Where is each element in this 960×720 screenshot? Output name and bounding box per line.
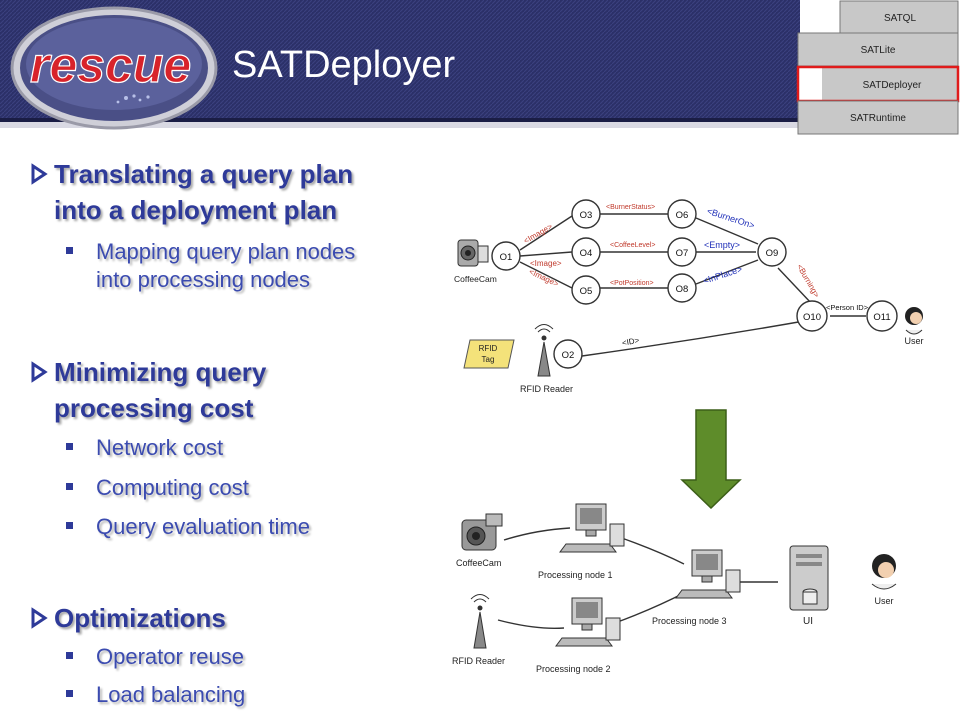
arrow-bullet-icon bbox=[31, 607, 48, 629]
bullet-text: Optimizations bbox=[54, 603, 226, 633]
square-bullet-icon bbox=[66, 483, 73, 490]
node-label-o6: O6 bbox=[676, 210, 689, 221]
layer-satlite: SATLite bbox=[861, 45, 896, 56]
plan-node-o1 bbox=[491, 241, 521, 271]
layer-satql: SATQL bbox=[884, 13, 916, 24]
node-label-o8: O8 bbox=[676, 284, 689, 295]
node-label-o2: O2 bbox=[562, 350, 575, 361]
ui-server-icon bbox=[789, 545, 829, 611]
node-label-o7: O7 bbox=[676, 248, 689, 259]
subbullet-text: Computing cost bbox=[96, 475, 249, 500]
user-icon bbox=[905, 307, 923, 335]
label-coffeecam: CoffeeCam bbox=[454, 274, 497, 284]
subbullet-text: into processing nodes bbox=[96, 267, 311, 292]
label-user: User bbox=[904, 336, 923, 346]
square-bullet-icon bbox=[66, 690, 73, 697]
label-rfid-tag-2: Tag bbox=[482, 355, 495, 364]
rfid-tag-icon bbox=[463, 339, 515, 369]
edge-label-pot-position: <PotPosition> bbox=[610, 280, 654, 287]
plan-node-o10 bbox=[796, 300, 828, 332]
edge-label-image-3: <Image> bbox=[527, 267, 560, 289]
bullet-text: Minimizing query bbox=[54, 357, 267, 387]
deployment-diagram: CoffeeCam Processing node 1 RFID Reader … bbox=[446, 500, 936, 715]
edge-label-coffee-level: <CoffeeLevel> bbox=[610, 242, 655, 249]
node-label-o4: O4 bbox=[580, 248, 593, 259]
plan-node-o5 bbox=[571, 275, 601, 305]
label-deploy-coffeecam: CoffeeCam bbox=[456, 558, 501, 568]
rescue-logo: rescue bbox=[8, 4, 220, 132]
layer-satdeployer: SATDeployer bbox=[863, 80, 922, 91]
processing-node-1-icon bbox=[559, 503, 625, 553]
coffeecam-icon bbox=[457, 239, 489, 267]
label-rfid-reader: RFID Reader bbox=[520, 384, 573, 394]
query-plan-diagram: CoffeeCam RFID Tag RFID Reader User bbox=[446, 180, 936, 400]
plan-edges bbox=[519, 213, 866, 357]
coffeecam-device-icon bbox=[461, 513, 503, 551]
plan-node-o8 bbox=[667, 273, 697, 303]
subbullet-text: Mapping query plan nodes bbox=[96, 239, 356, 264]
square-bullet-icon bbox=[66, 247, 73, 254]
plan-node-o6 bbox=[667, 199, 697, 229]
bullet-text: Translating a query plan bbox=[54, 159, 354, 189]
label-deploy-user: User bbox=[874, 596, 893, 606]
plan-node-o3 bbox=[571, 199, 601, 229]
rfid-reader-device-icon bbox=[470, 594, 490, 649]
edge-label-image-2: <Image> bbox=[530, 259, 562, 268]
plan-node-o2 bbox=[553, 339, 583, 369]
edge-label-empty: <Empty> bbox=[704, 240, 740, 250]
label-ui: UI bbox=[803, 616, 813, 627]
node-label-o11: O11 bbox=[873, 312, 890, 323]
arrow-bullet-icon bbox=[31, 361, 48, 383]
plan-node-o7 bbox=[667, 237, 697, 267]
label-processing-node-2: Processing node 2 bbox=[536, 664, 611, 674]
processing-node-3-icon bbox=[675, 549, 741, 599]
edge-label-burner-on: <BurnerOn> bbox=[706, 206, 756, 231]
page-title: SATDeployer bbox=[232, 44, 456, 86]
subbullet-text: Operator reuse bbox=[96, 644, 244, 669]
edge-label-burner-status: <BurnerStatus> bbox=[606, 204, 655, 211]
node-label-o10: O10 bbox=[803, 312, 821, 323]
edge-label-person-id: <Person ID> bbox=[826, 303, 869, 312]
arrow-bullet-icon bbox=[31, 163, 48, 185]
node-label-o9: O9 bbox=[766, 248, 779, 259]
label-processing-node-1: Processing node 1 bbox=[538, 570, 613, 580]
square-bullet-icon bbox=[66, 443, 73, 450]
subbullet-text: Load balancing bbox=[96, 682, 246, 707]
layer-satruntime: SATRuntime bbox=[850, 113, 906, 124]
bullet-text: into a deployment plan bbox=[54, 195, 338, 225]
square-bullet-icon bbox=[66, 522, 73, 529]
layer-stack: SATQL SATLite SATDeployer SATRuntime bbox=[796, 0, 960, 136]
edge-label-burning: <Burning> bbox=[795, 263, 821, 300]
bullet-text: processing cost bbox=[54, 393, 254, 423]
edge-label-image-1: <Image> bbox=[522, 222, 554, 246]
node-label-o3: O3 bbox=[580, 210, 593, 221]
subbullet-text: Network cost bbox=[96, 435, 224, 460]
node-label-o5: O5 bbox=[580, 286, 593, 297]
deploy-user-icon bbox=[871, 554, 897, 590]
down-arrow-icon bbox=[680, 408, 742, 510]
label-deploy-rfid-reader: RFID Reader bbox=[452, 656, 505, 666]
logo-text: rescue bbox=[30, 37, 191, 93]
label-rfid-tag-1: RFID bbox=[479, 344, 498, 353]
square-bullet-icon bbox=[66, 652, 73, 659]
plan-node-o4 bbox=[571, 237, 601, 267]
plan-node-o11 bbox=[866, 300, 898, 332]
edge-label-in-place: <InPlace> bbox=[702, 264, 744, 286]
edge-label-id: <ID> bbox=[621, 336, 640, 348]
label-processing-node-3: Processing node 3 bbox=[652, 616, 727, 626]
plan-node-o9 bbox=[757, 237, 787, 267]
rfid-reader-icon bbox=[534, 324, 554, 377]
processing-node-2-icon bbox=[555, 597, 621, 647]
bullet-list: Translating a query plan into a deployme… bbox=[0, 0, 440, 720]
subbullet-text: Query evaluation time bbox=[96, 514, 310, 539]
node-label-o1: O1 bbox=[500, 252, 513, 263]
